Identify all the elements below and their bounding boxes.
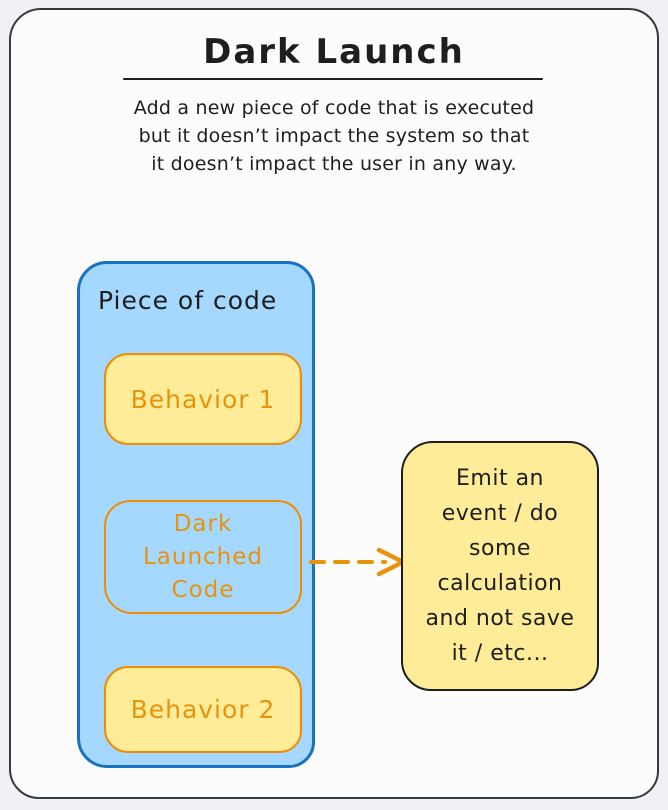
dark-launched-code-label: Dark Launched Code [142,510,264,603]
description-line-1: Add a new piece of code that is executed [133,97,535,119]
behavior-2-box: Behavior 2 [104,666,302,753]
side-note-label: Emit an event / do some calculation and … [425,466,575,666]
title-underline [123,78,543,80]
description-text: Add a new piece of code that is executed… [11,94,657,178]
behavior-1-box: Behavior 1 [104,353,302,445]
page-title: Dark Launch [203,32,465,72]
description-line-3: it doesn’t impact the user in any way. [151,153,517,175]
behavior-1-label: Behavior 1 [130,384,276,414]
dashed-arrow-icon [309,547,406,577]
piece-of-code-label: Piece of code [98,286,278,315]
description-line-2: but it doesn’t impact the system so that [138,125,530,147]
piece-of-code-container: Piece of code Behavior 1 Dark Launched C… [77,261,315,768]
side-note-box: Emit an event / do some calculation and … [401,441,599,691]
diagram-frame: Dark Launch Add a new piece of code that… [9,8,659,799]
behavior-2-label: Behavior 2 [130,695,276,724]
dark-launched-code-box: Dark Launched Code [104,500,302,614]
